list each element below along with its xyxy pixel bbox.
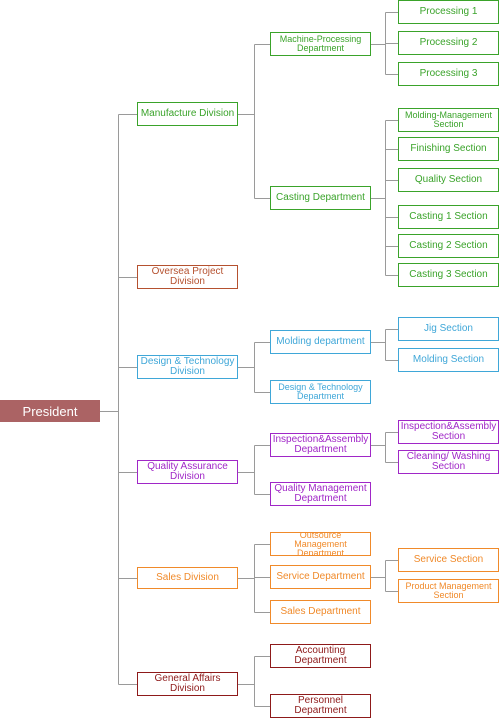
section-molding-label: Molding Section	[412, 354, 485, 365]
department-quality-management: Quality Management Department	[270, 482, 371, 506]
section-casting-2-label: Casting 2 Section	[409, 240, 488, 251]
section-finishing: Finishing Section	[398, 137, 499, 161]
department-sales-label: Sales Department	[280, 606, 361, 617]
department-casting-label: Casting Department	[276, 192, 365, 203]
department-service: Service Department	[270, 565, 371, 589]
section-casting-1: Casting 1 Section	[398, 205, 499, 229]
division-quality-assurance-label: Quality Assurance Division	[147, 461, 228, 482]
section-product-management: Product Management Section	[398, 579, 499, 603]
department-personnel-label: Personnel Department	[294, 695, 347, 716]
department-design-technology-label: Design & Technology Department	[278, 382, 363, 401]
division-design-technology-label: Design & Technology Division	[140, 356, 235, 377]
section-casting-3: Casting 3 Section	[398, 263, 499, 287]
department-sales: Sales Department	[270, 600, 371, 624]
section-quality: Quality Section	[398, 168, 499, 192]
division-manufacture-label: Manufacture Division	[140, 108, 235, 119]
section-cleaning-washing-label: Cleaning/ Washing Section	[406, 451, 491, 472]
section-jig-label: Jig Section	[424, 323, 473, 334]
section-casting-2: Casting 2 Section	[398, 234, 499, 258]
section-jig: Jig Section	[398, 317, 499, 341]
president-box-label: President	[22, 403, 78, 419]
section-processing-2-label: Processing 2	[419, 37, 478, 48]
department-machine-processing-label: Machine-Processing Department	[279, 34, 362, 53]
division-oversea-project-label: Oversea Project Division	[151, 266, 224, 287]
department-outsource-management: Outsource Management Department	[270, 532, 371, 556]
division-design-technology: Design & Technology Division	[137, 355, 238, 379]
section-processing-3: Processing 3	[398, 62, 499, 86]
division-oversea-project: Oversea Project Division	[137, 265, 238, 289]
president-box: President	[0, 400, 100, 422]
section-processing-1: Processing 1	[398, 0, 499, 24]
section-service: Service Section	[398, 548, 499, 572]
department-outsource-management-label: Outsource Management Department	[294, 532, 347, 556]
section-molding-management: Molding-Management Section	[398, 108, 499, 132]
section-cleaning-washing: Cleaning/ Washing Section	[398, 450, 499, 474]
department-casting: Casting Department	[270, 186, 371, 210]
department-quality-management-label: Quality Management Department	[274, 483, 367, 504]
department-inspection-assembly-label: Inspection&Assembly Department	[272, 434, 369, 455]
section-casting-3-label: Casting 3 Section	[409, 269, 488, 280]
section-finishing-label: Finishing Section	[410, 143, 487, 154]
department-molding-label: Molding department	[276, 336, 365, 347]
section-product-management-label: Product Management Section	[405, 581, 492, 600]
section-processing-1-label: Processing 1	[419, 6, 478, 17]
section-inspection-assembly: Inspection&Assembly Section	[398, 420, 499, 444]
division-quality-assurance: Quality Assurance Division	[137, 460, 238, 484]
division-sales: Sales Division	[137, 567, 238, 589]
division-general-affairs-label: General Affairs Division	[154, 673, 221, 694]
division-sales-label: Sales Division	[156, 572, 219, 583]
section-processing-3-label: Processing 3	[419, 68, 478, 79]
division-manufacture: Manufacture Division	[137, 102, 238, 126]
section-quality-label: Quality Section	[414, 174, 483, 185]
department-inspection-assembly: Inspection&Assembly Department	[270, 433, 371, 457]
section-casting-1-label: Casting 1 Section	[409, 211, 488, 222]
section-inspection-assembly-label: Inspection&Assembly Section	[400, 421, 497, 442]
section-service-label: Service Section	[413, 554, 484, 565]
department-design-technology: Design & Technology Department	[270, 380, 371, 404]
department-molding: Molding department	[270, 330, 371, 354]
section-processing-2: Processing 2	[398, 31, 499, 55]
section-molding: Molding Section	[398, 348, 499, 372]
department-personnel: Personnel Department	[270, 694, 371, 718]
department-machine-processing: Machine-Processing Department	[270, 32, 371, 56]
section-molding-management-label: Molding-Management Section	[404, 110, 493, 129]
department-accounting: Accounting Department	[270, 644, 371, 668]
division-general-affairs: General Affairs Division	[137, 672, 238, 696]
department-accounting-label: Accounting Department	[294, 645, 347, 666]
department-service-label: Service Department	[276, 571, 365, 582]
